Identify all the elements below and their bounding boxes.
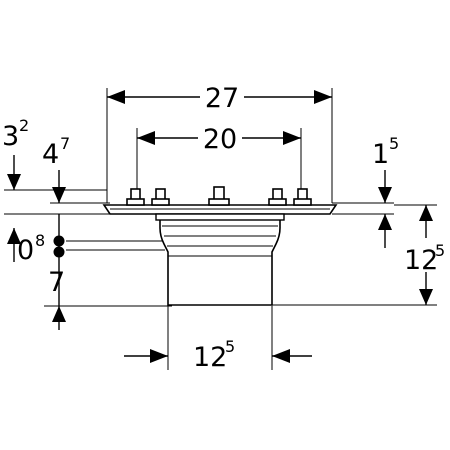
dimension-7-label: 7 <box>48 267 65 298</box>
dimension-1-sup: 5 <box>389 134 399 153</box>
bolts <box>126 186 312 206</box>
dimension-0-sup: 8 <box>35 231 45 250</box>
bolt-2-icon <box>151 188 170 206</box>
dimension-outlet-label: 12 <box>193 342 227 373</box>
flange-collar <box>155 213 285 221</box>
seal-ring-upper-icon <box>53 235 65 247</box>
dimension-seal: 0 8 <box>7 228 165 266</box>
drain-body <box>102 204 338 306</box>
dimension-27-label: 27 <box>205 83 239 114</box>
outlet-pipe <box>159 213 281 306</box>
dimension-left-lower: 7 <box>44 267 172 322</box>
dimension-3-label: 3 <box>2 121 19 152</box>
dimension-4-label: 4 <box>42 139 59 170</box>
dimension-height-label: 12 <box>404 245 438 276</box>
dimension-3-sup: 2 <box>19 116 29 135</box>
dimension-bolt-spacing: 20 <box>136 122 302 190</box>
dimension-flange-gap: 1 5 <box>332 134 399 248</box>
dimension-0-label: 0 <box>17 235 34 266</box>
dimension-1-label: 1 <box>372 139 389 170</box>
dimension-outlet-sup: 5 <box>225 337 235 356</box>
dimension-height: 12 5 <box>272 204 450 306</box>
dimension-left-mid: 4 7 <box>4 134 110 330</box>
bolt-3-icon <box>208 186 230 206</box>
dimension-height-sup: 5 <box>435 241 445 260</box>
bolt-4-icon <box>268 188 287 206</box>
dimension-outlet: 12 5 <box>124 306 312 373</box>
dimension-20-label: 20 <box>203 124 237 155</box>
bolt-1-icon <box>126 188 145 206</box>
dimension-4-sup: 7 <box>60 134 70 153</box>
dimension-overall-width: 27 <box>106 80 333 203</box>
seal-ring-lower-icon <box>53 246 65 258</box>
bolt-5-icon <box>293 188 312 206</box>
